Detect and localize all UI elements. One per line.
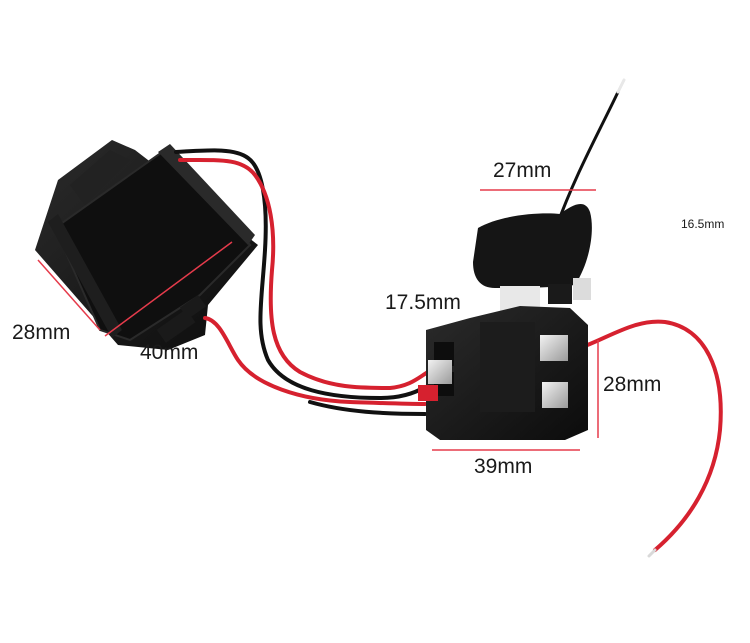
trigger-switch	[418, 204, 592, 440]
wires	[174, 78, 723, 558]
trigger-height-label: 16.5mm	[681, 217, 725, 231]
battery-width-label: 28mm	[12, 321, 71, 344]
switch-width-label: 39mm	[474, 455, 533, 478]
dimension-lines	[37, 189, 599, 451]
battery-connector	[35, 140, 258, 350]
battery-length-label: 40mm	[140, 341, 199, 364]
trigger-width-label: 27mm	[493, 159, 552, 182]
switch-height-label: 28mm	[603, 373, 662, 396]
body-offset-label: 17.5mm	[385, 291, 461, 314]
